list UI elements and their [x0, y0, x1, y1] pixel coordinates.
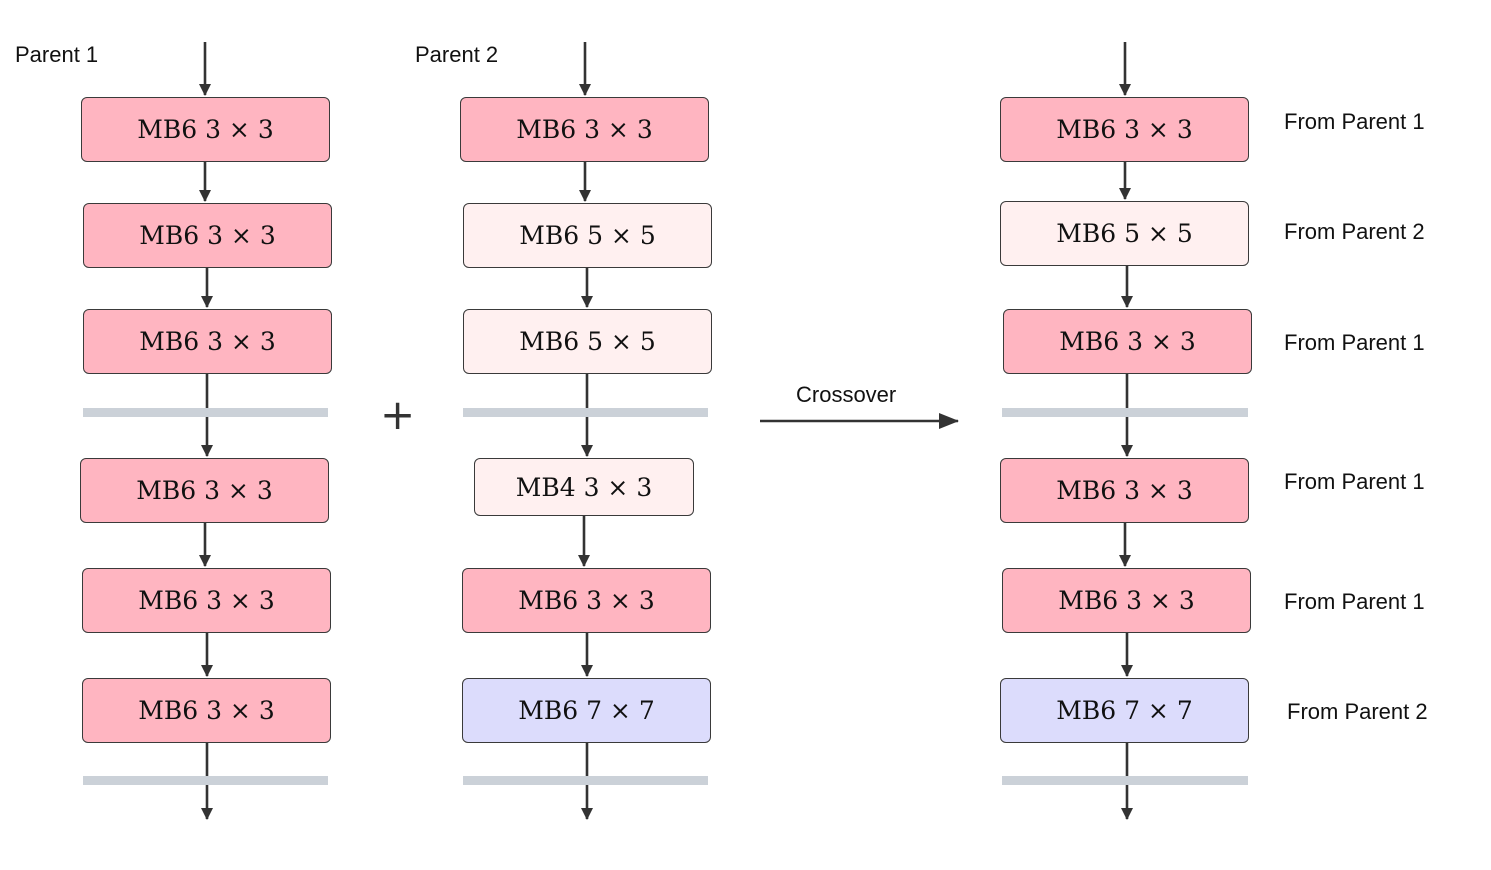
child-block: MB6 3 × 3	[1000, 97, 1249, 162]
stage-separator	[1002, 408, 1248, 417]
parent2-block: MB6 3 × 3	[462, 568, 711, 633]
parent2-block: MB6 5 × 5	[463, 203, 712, 268]
plus-sign: +	[380, 390, 416, 439]
child-block: MB6 5 × 5	[1000, 201, 1249, 266]
stage-separator	[83, 408, 328, 417]
parent2-block: MB6 7 × 7	[462, 678, 711, 743]
parent2-block: MB6 5 × 5	[463, 309, 712, 374]
child-block: MB6 3 × 3	[1002, 568, 1251, 633]
source-label: From Parent 1	[1284, 330, 1425, 355]
parent1-block: MB6 3 × 3	[83, 203, 332, 268]
child-block: MB6 3 × 3	[1003, 309, 1252, 374]
stage-separator	[83, 776, 328, 785]
parent1-block: MB6 3 × 3	[81, 97, 330, 162]
source-label: From Parent 2	[1287, 699, 1428, 724]
parent2-block: MB4 3 × 3	[474, 458, 694, 516]
source-label: From Parent 1	[1284, 589, 1425, 614]
source-label: From Parent 1	[1284, 469, 1425, 494]
parent1-block: MB6 3 × 3	[80, 458, 329, 523]
source-label: From Parent 2	[1284, 219, 1425, 244]
stage-separator	[463, 776, 708, 785]
parent1-block: MB6 3 × 3	[82, 568, 331, 633]
parent2-block: MB6 3 × 3	[460, 97, 709, 162]
parent1-block: MB6 3 × 3	[82, 678, 331, 743]
parent1-title: Parent 1	[15, 42, 99, 67]
crossover-label: Crossover	[796, 382, 897, 407]
stage-separator	[463, 408, 708, 417]
parent2-title: Parent 2	[415, 42, 499, 67]
child-block: MB6 7 × 7	[1000, 678, 1249, 743]
parent1-block: MB6 3 × 3	[83, 309, 332, 374]
source-label: From Parent 1	[1284, 109, 1425, 134]
child-block: MB6 3 × 3	[1000, 458, 1249, 523]
stage-separator	[1002, 776, 1248, 785]
